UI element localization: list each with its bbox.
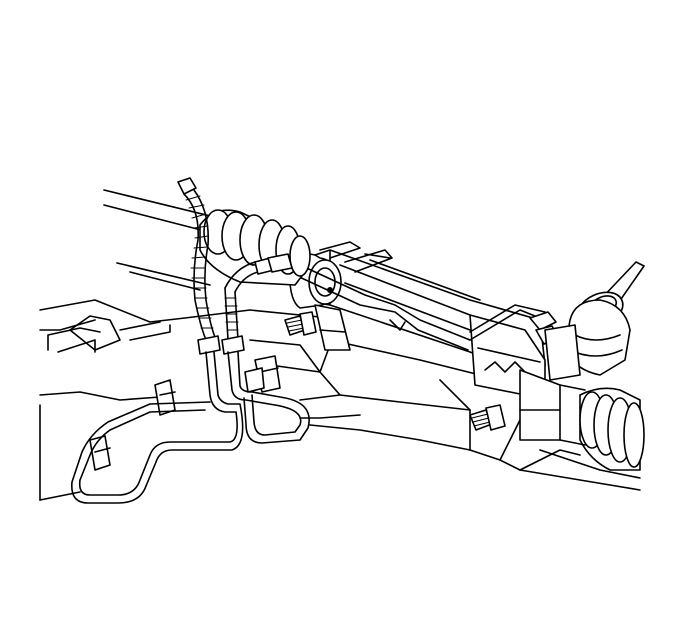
mounting-bolt-left [284,311,317,336]
fluid-pipes [71,351,361,504]
hose-retainer-clips [89,355,281,471]
frame-crossmember [39,189,641,501]
mounting-bolt-right [469,404,506,431]
return-hose [221,253,293,355]
pressure-hose [177,177,221,355]
pinion-shaft [544,261,645,381]
rack-boot-right [559,384,645,471]
